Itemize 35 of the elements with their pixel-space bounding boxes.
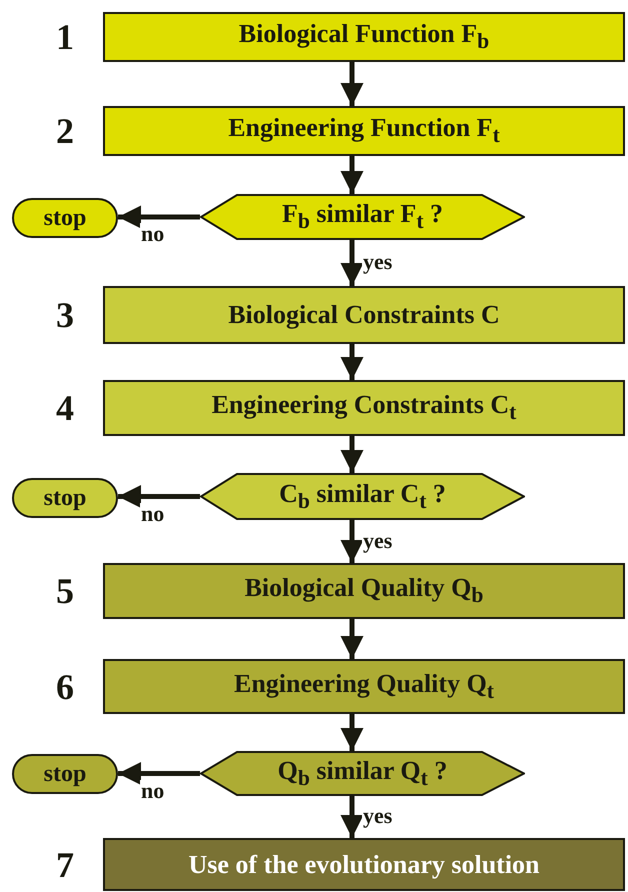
step-number: 2 [55,110,75,152]
step-text: Use of the evolutionary solution [188,850,540,880]
decision-hexagon [200,194,525,240]
step-number: 1 [55,16,75,58]
question-text: F$_{b}$ similar F$_{t}$ ? [282,199,444,235]
stop-label: stop [44,760,86,788]
process-box [103,12,625,62]
step-text: Biological Function F$_{b}$ [238,19,490,55]
edge-label: no [140,502,166,524]
process-box [103,106,625,156]
step-text: Engineering Constraints C$_{t}$ [212,390,516,426]
process-box [103,563,625,619]
step-number: 6 [55,666,75,708]
step-text: Biological Quality Q$_{b}$ [244,573,484,609]
step-text: Biological Constraints C [228,300,500,330]
decision-hexagon [200,751,525,796]
process-box [103,659,625,714]
stop-label: stop [44,204,86,232]
step-number: 5 [55,570,75,612]
process-box [103,838,625,891]
stop-label: stop [44,484,86,512]
step-text: Engineering Quality Q$_{t}$ [234,668,494,704]
process-box [103,380,625,436]
process-box [103,286,625,344]
step-number: 3 [55,294,75,336]
step-text: Engineering Function F$_{t}$ [228,113,500,149]
decision-hexagon [200,473,525,520]
step-number: 7 [55,844,75,886]
edge-label: no [140,780,166,802]
stop-terminal [12,478,118,518]
stop-terminal [12,754,118,794]
question-text: C$_{b}$ similar C$_{t}$ ? [279,478,446,514]
step-number: 4 [55,387,75,429]
stop-terminal [12,198,118,238]
question-text: Q$_{b}$ similar Q$_{t}$ ? [278,756,448,792]
